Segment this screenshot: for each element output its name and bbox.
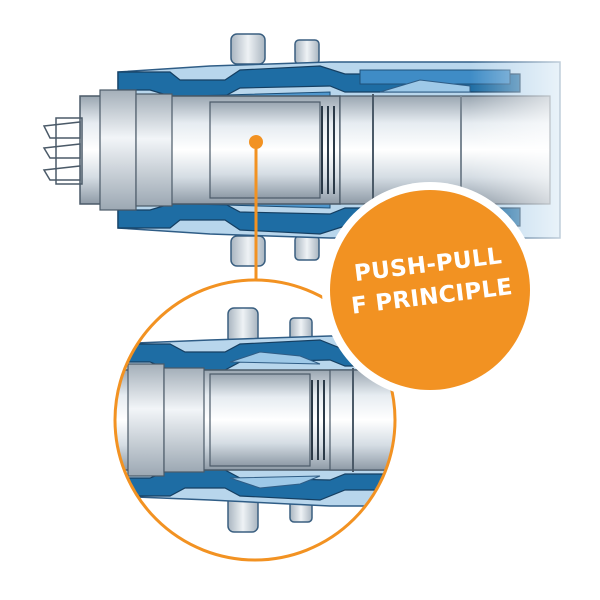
zoom-ring [113,278,397,562]
zoom-detail [113,278,397,562]
principle-badge [322,182,538,398]
